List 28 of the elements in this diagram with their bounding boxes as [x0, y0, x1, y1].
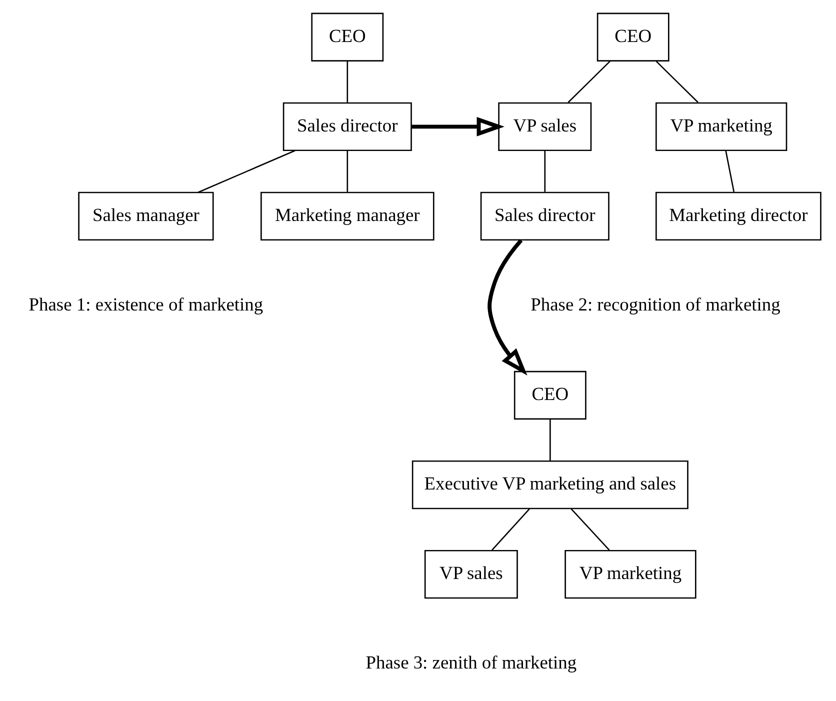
node-box: CEO: [596, 12, 669, 62]
connector: [346, 150, 348, 192]
node-box: VP sales: [424, 550, 518, 599]
node-box: CEO: [310, 12, 384, 62]
label: Phase 2: recognition of marketing: [530, 294, 780, 315]
connector: [724, 150, 734, 192]
arrow: [410, 116, 504, 136]
connector: [549, 419, 550, 460]
node-box: VP marketing: [564, 550, 696, 599]
connector: [544, 150, 546, 192]
node-box: Marketing manager: [260, 192, 434, 241]
connector: [567, 60, 610, 103]
label: Phase 3: zenith of marketing: [365, 652, 576, 673]
connector: [491, 508, 530, 550]
node-box: Sales director: [480, 192, 609, 241]
node-box: Executive VP marketing and sales: [411, 460, 688, 510]
node-box: Sales director: [282, 102, 412, 152]
arrow: [487, 239, 527, 376]
label: Phase 1: existence of marketing: [28, 294, 263, 315]
connector: [655, 60, 698, 103]
node-box: Sales manager: [78, 192, 214, 241]
connector: [197, 150, 295, 193]
connector: [570, 508, 610, 550]
node-box: VP sales: [498, 102, 592, 152]
connector: [346, 61, 348, 102]
node-box: CEO: [513, 370, 586, 420]
node-box: Marketing director: [655, 192, 821, 241]
node-box: VP marketing: [655, 102, 787, 152]
